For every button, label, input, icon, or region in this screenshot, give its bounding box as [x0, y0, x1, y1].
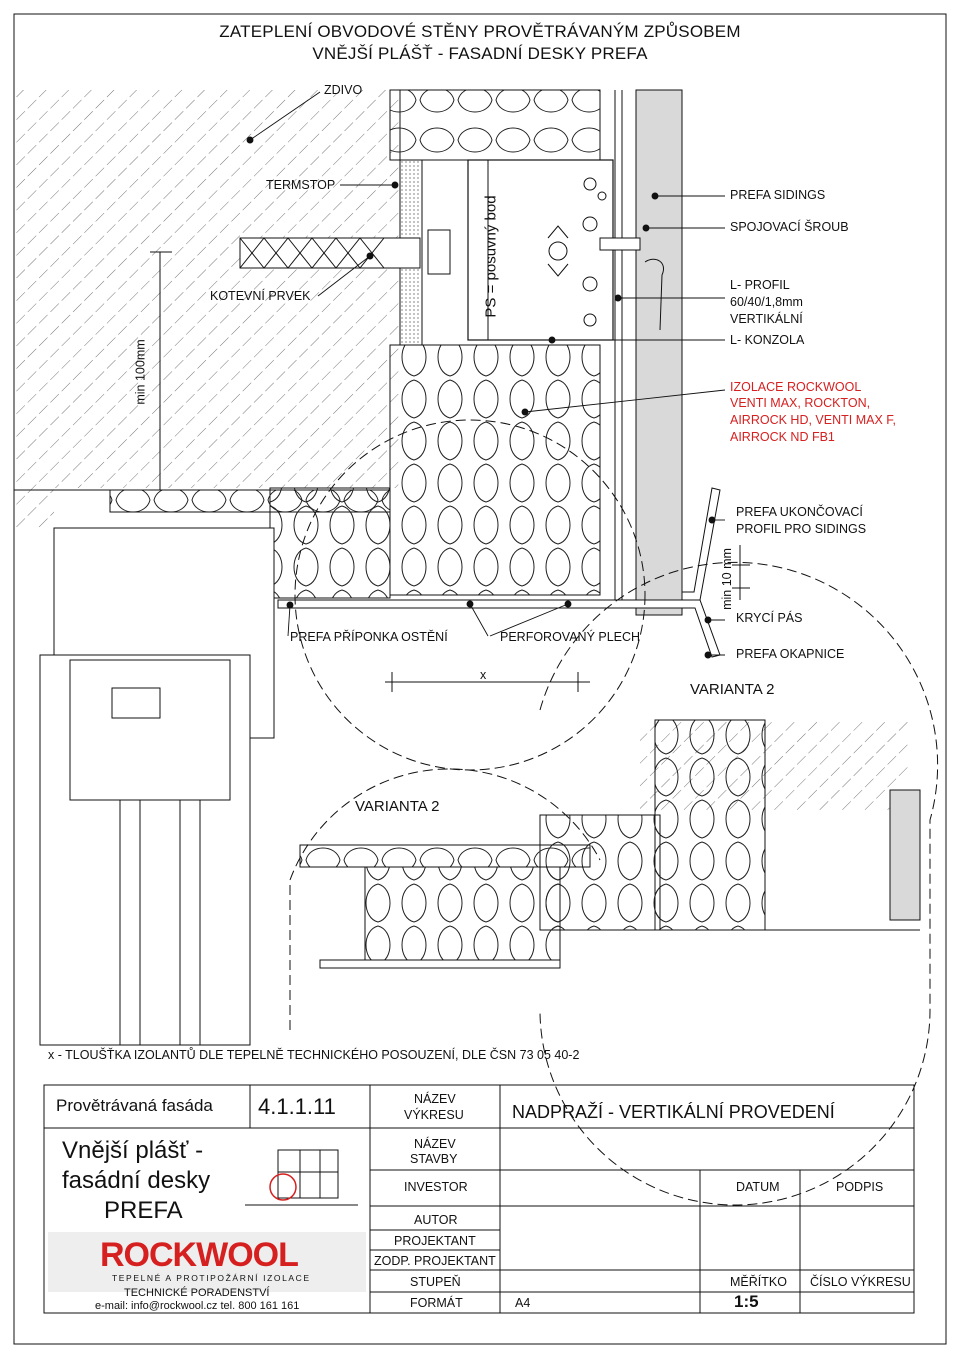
tb-nazev-stavby-1: NÁZEV	[414, 1137, 456, 1151]
label-lprofil-3: VERTIKÁLNÍ	[730, 312, 803, 326]
label-kryci-pas: KRYCÍ PÁS	[736, 611, 803, 625]
cladding	[614, 89, 721, 616]
label-varianta-2-right: VARIANTA 2	[690, 681, 775, 698]
title-line-1: ZATEPLENÍ OBVODOVÉ STĚNY PROVĚTRÁVANÝM Z…	[219, 22, 741, 41]
dimension-min100	[150, 251, 172, 491]
label-izolace-2: VENTI MAX, ROCKTON,	[730, 396, 871, 410]
screw	[599, 237, 641, 251]
label-sidings: PREFA SIDINGS	[730, 188, 826, 202]
tb-format: FORMÁT	[410, 1296, 463, 1310]
label-kotevni: KOTEVNÍ PRVEK	[210, 289, 311, 303]
label-x: x	[480, 668, 487, 682]
tb-meritko-value: 1:5	[734, 1292, 759, 1311]
tb-subtitle-2: fasádní desky	[62, 1167, 211, 1194]
label-zdivo: ZDIVO	[324, 83, 363, 97]
tb-subtitle-3: PREFA	[104, 1197, 183, 1224]
label-ukoncovaci-2: PROFIL PRO SIDINGS	[736, 522, 867, 536]
tb-category: Provětrávaná fasáda	[56, 1096, 213, 1115]
label-plech: PERFOROVANÝ PLECH	[500, 630, 641, 644]
dimension-min10	[732, 545, 750, 600]
thumbnail-icon	[245, 1149, 358, 1206]
label-posuvny-bod: PS = posuvný bod	[482, 195, 500, 318]
label-izolace-1: IZOLACE ROCKWOOL	[730, 380, 862, 394]
lintel-strip	[14, 489, 391, 513]
brand-tagline: TEPELNÉ A PROTIPOŽÁRNÍ IZOLACE	[112, 1273, 311, 1283]
tb-number: 4.1.1.11	[258, 1094, 336, 1119]
tb-meritko: MĚŘÍTKO	[730, 1275, 787, 1289]
variant-lower	[289, 768, 601, 1030]
tb-stupen: STUPEŇ	[410, 1275, 461, 1289]
label-priponka: PREFA PŘÍPONKA OSTĚNÍ	[290, 630, 448, 644]
label-lprofil-1: L- PROFIL	[730, 278, 790, 292]
tb-subtitle-1: Vnější plášť -	[62, 1137, 204, 1164]
label-sroub: SPOJOVACÍ ŠROUB	[730, 220, 849, 234]
insulation-upper	[269, 89, 601, 599]
label-termstop: TERMSTOP	[266, 178, 336, 192]
tb-zodp-projektant: ZODP. PROJEKTANT	[374, 1254, 496, 1268]
tb-poradenstvi: TECHNICKÉ PORADENSTVÍ	[124, 1287, 270, 1299]
title-block	[43, 1084, 915, 1314]
l-bracket	[467, 159, 614, 341]
anchor-dowel	[239, 229, 451, 275]
label-lprofil-2: 60/40/1,8mm	[730, 295, 803, 309]
tb-investor: INVESTOR	[404, 1180, 468, 1194]
label-varianta-2-lower: VARIANTA 2	[355, 798, 440, 815]
flashing	[277, 599, 721, 658]
tb-podpis: PODPIS	[836, 1180, 884, 1194]
tb-autor: AUTOR	[414, 1213, 458, 1227]
tb-projektant: PROJEKTANT	[394, 1234, 476, 1248]
label-konzola: L- KONZOLA	[730, 333, 805, 347]
tb-nazev-stavby-2: STAVBY	[410, 1152, 458, 1166]
note-thickness: x - TLOUŠŤKA IZOLANTŮ DLE TEPELNĚ TECHNI…	[48, 1048, 580, 1062]
label-min100: min 100mm	[133, 339, 148, 405]
tb-format-value: A4	[515, 1296, 531, 1310]
tb-cislo-vykresu: ČÍSLO VÝKRESU	[810, 1275, 911, 1289]
tb-nazev-vykresu-value: NADPRAŽÍ - VERTIKÁLNÍ PROVEDENÍ	[512, 1102, 835, 1122]
tb-nazev-vykresu-1: NÁZEV	[414, 1092, 456, 1106]
masonry-wall	[14, 90, 401, 528]
tb-contact: e-mail: info@rockwool.cz tel. 800 161 16…	[95, 1300, 300, 1312]
label-izolace-3: AIRROCK HD, VENTI MAX F,	[730, 413, 896, 427]
label-izolace-4: AIRROCK ND FB1	[730, 430, 835, 444]
leader-lines	[246, 91, 726, 659]
label-ukoncovaci-1: PREFA UKONČOVACÍ	[736, 505, 863, 519]
tb-nazev-vykresu-2: VÝKRESU	[404, 1108, 464, 1122]
window-frame	[39, 527, 275, 1046]
tb-datum: DATUM	[736, 1180, 780, 1194]
brand-logo: ROCKWOOL	[100, 1236, 299, 1274]
title-line-2: VNĚJŠÍ PLÁŠŤ - FASADNÍ DESKY PREFA	[312, 44, 648, 63]
label-min10: min 10 mm	[719, 548, 734, 610]
dimension-x	[385, 672, 590, 692]
label-okapnice: PREFA OKAPNICE	[736, 647, 845, 661]
